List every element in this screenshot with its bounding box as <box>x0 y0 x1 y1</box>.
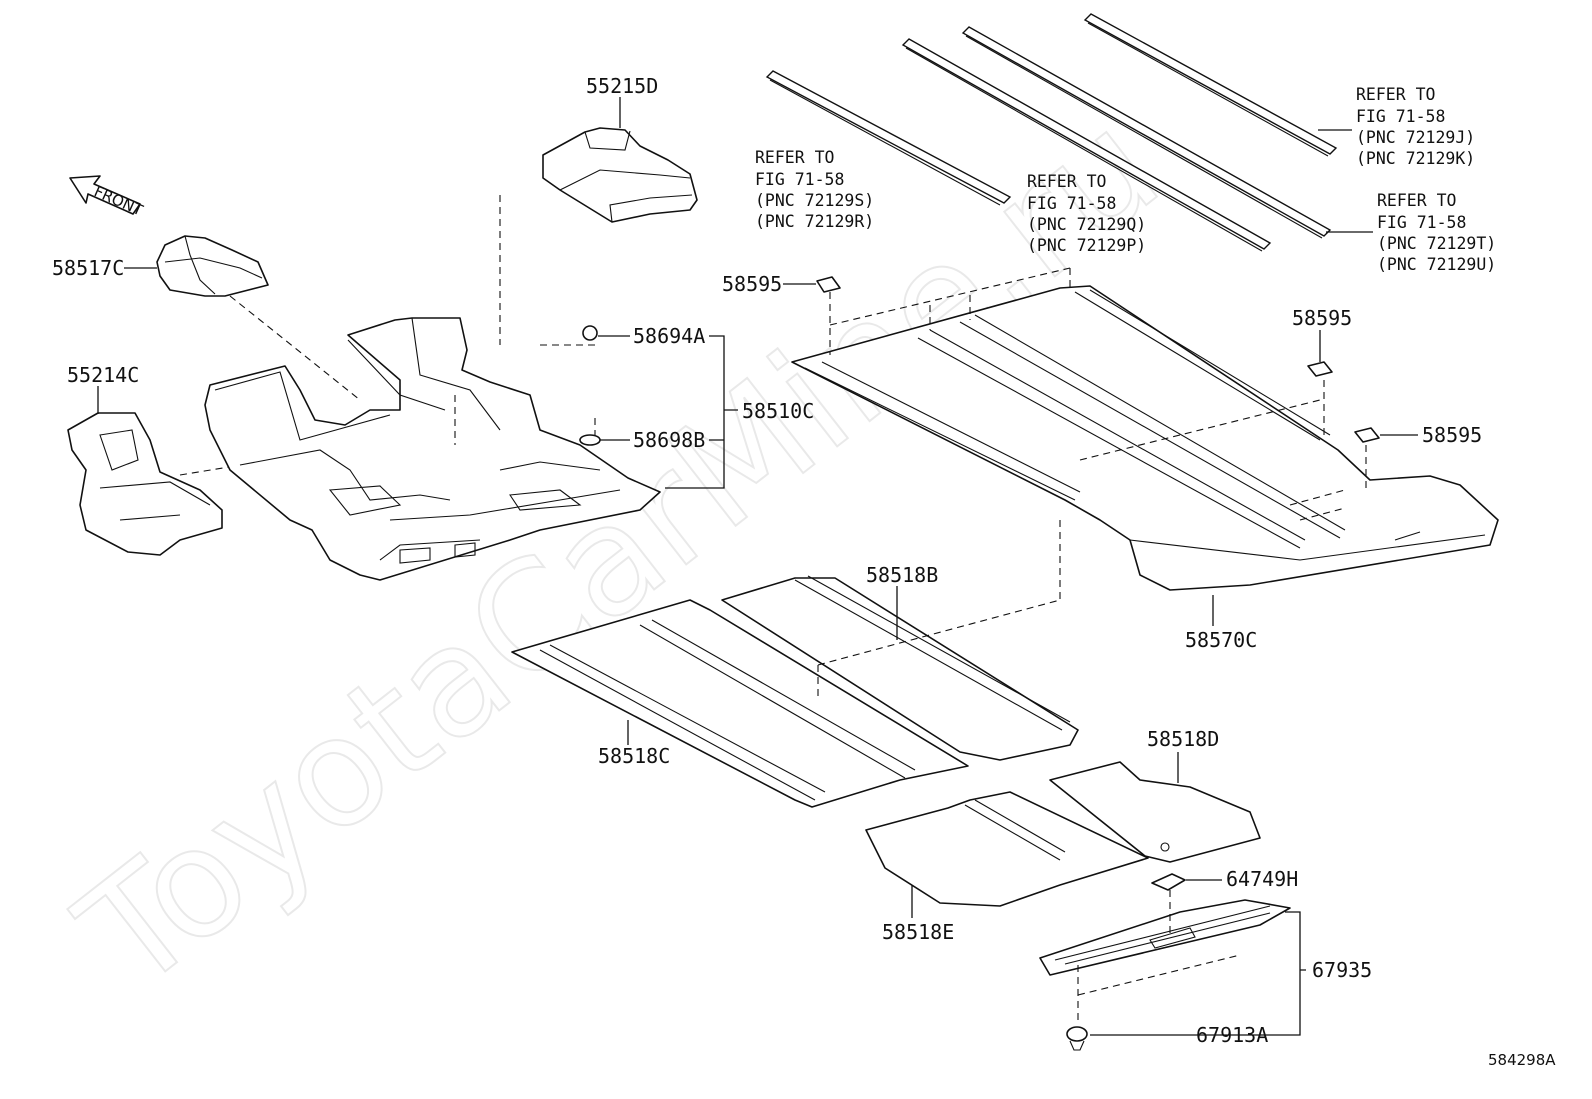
svg-text:(PNC 72129Q): (PNC 72129Q) <box>1027 215 1146 234</box>
front-label: FRONT <box>91 182 146 220</box>
svg-text:FIG 71-58: FIG 71-58 <box>1356 107 1445 126</box>
clip-64749H-icon <box>1151 873 1186 891</box>
clip-58694A-icon <box>582 325 598 341</box>
label-58595-c[interactable]: 58595 <box>1422 423 1482 447</box>
svg-text:(PNC 72129K): (PNC 72129K) <box>1356 149 1475 168</box>
svg-text:FIG 71-58: FIG 71-58 <box>1377 213 1466 232</box>
svg-text:(PNC 72129P): (PNC 72129P) <box>1027 236 1146 255</box>
part-58570C-drawing <box>791 285 1499 591</box>
part-55215D-drawing <box>542 127 698 223</box>
part-67935-drawing <box>1039 899 1291 976</box>
reference-1[interactable]: REFER TO FIG 71-58 (PNC 72129S) (PNC 721… <box>755 148 874 231</box>
label-58510C[interactable]: 58510C <box>742 399 814 423</box>
svg-text:FIG 71-58: FIG 71-58 <box>1027 194 1116 213</box>
label-58570C[interactable]: 58570C <box>1185 628 1257 652</box>
label-58518B[interactable]: 58518B <box>866 563 938 587</box>
label-58518C[interactable]: 58518C <box>598 744 670 768</box>
reference-4[interactable]: REFER TO FIG 71-58 (PNC 72129T) (PNC 721… <box>1377 191 1496 274</box>
label-55214C[interactable]: 55214C <box>67 363 139 387</box>
label-58595-b[interactable]: 58595 <box>1292 306 1352 330</box>
label-55215D[interactable]: 55215D <box>586 74 658 98</box>
svg-text:(PNC 72129U): (PNC 72129U) <box>1377 255 1496 274</box>
svg-text:(PNC 72129S): (PNC 72129S) <box>755 191 874 210</box>
label-58518E[interactable]: 58518E <box>882 920 954 944</box>
part-58517C-drawing <box>156 235 269 297</box>
label-58518D[interactable]: 58518D <box>1147 727 1219 751</box>
label-58595-a[interactable]: 58595 <box>722 272 782 296</box>
clip-58698B-icon <box>579 434 601 446</box>
label-64749H[interactable]: 64749H <box>1226 867 1298 891</box>
front-arrow-icon <box>69 175 141 215</box>
svg-text:(PNC 72129J): (PNC 72129J) <box>1356 128 1475 147</box>
figure-id: 584298A <box>1488 1051 1556 1069</box>
part-58518C-drawing <box>511 599 969 808</box>
rails-drawing <box>765 13 1338 252</box>
svg-text:(PNC 72129R): (PNC 72129R) <box>755 212 874 231</box>
label-58698B[interactable]: 58698B <box>633 428 705 452</box>
clip-58595-a-icon <box>816 276 841 293</box>
part-55214C-drawing <box>67 412 223 556</box>
part-58518B-drawing <box>721 575 1079 761</box>
svg-text:REFER TO: REFER TO <box>1356 85 1435 104</box>
clip-58595-b-icon <box>1307 361 1333 377</box>
svg-text:FIG 71-58: FIG 71-58 <box>755 170 844 189</box>
label-58517C[interactable]: 58517C <box>52 256 124 280</box>
label-67913A[interactable]: 67913A <box>1196 1023 1268 1047</box>
svg-text:REFER TO: REFER TO <box>1377 191 1456 210</box>
part-58518D-drawing <box>1049 761 1261 863</box>
part-58510C-drawing <box>204 317 661 581</box>
reference-3[interactable]: REFER TO FIG 71-58 (PNC 72129J) (PNC 721… <box>1356 85 1475 168</box>
label-67935[interactable]: 67935 <box>1312 958 1372 982</box>
svg-text:(PNC 72129T): (PNC 72129T) <box>1377 234 1496 253</box>
svg-text:REFER TO: REFER TO <box>1027 172 1106 191</box>
label-58694A[interactable]: 58694A <box>633 324 705 348</box>
svg-text:REFER TO: REFER TO <box>755 148 834 167</box>
clip-58595-c-icon <box>1354 427 1380 443</box>
clip-67913A-icon <box>1066 1026 1088 1051</box>
reference-2[interactable]: REFER TO FIG 71-58 (PNC 72129Q) (PNC 721… <box>1027 172 1146 255</box>
